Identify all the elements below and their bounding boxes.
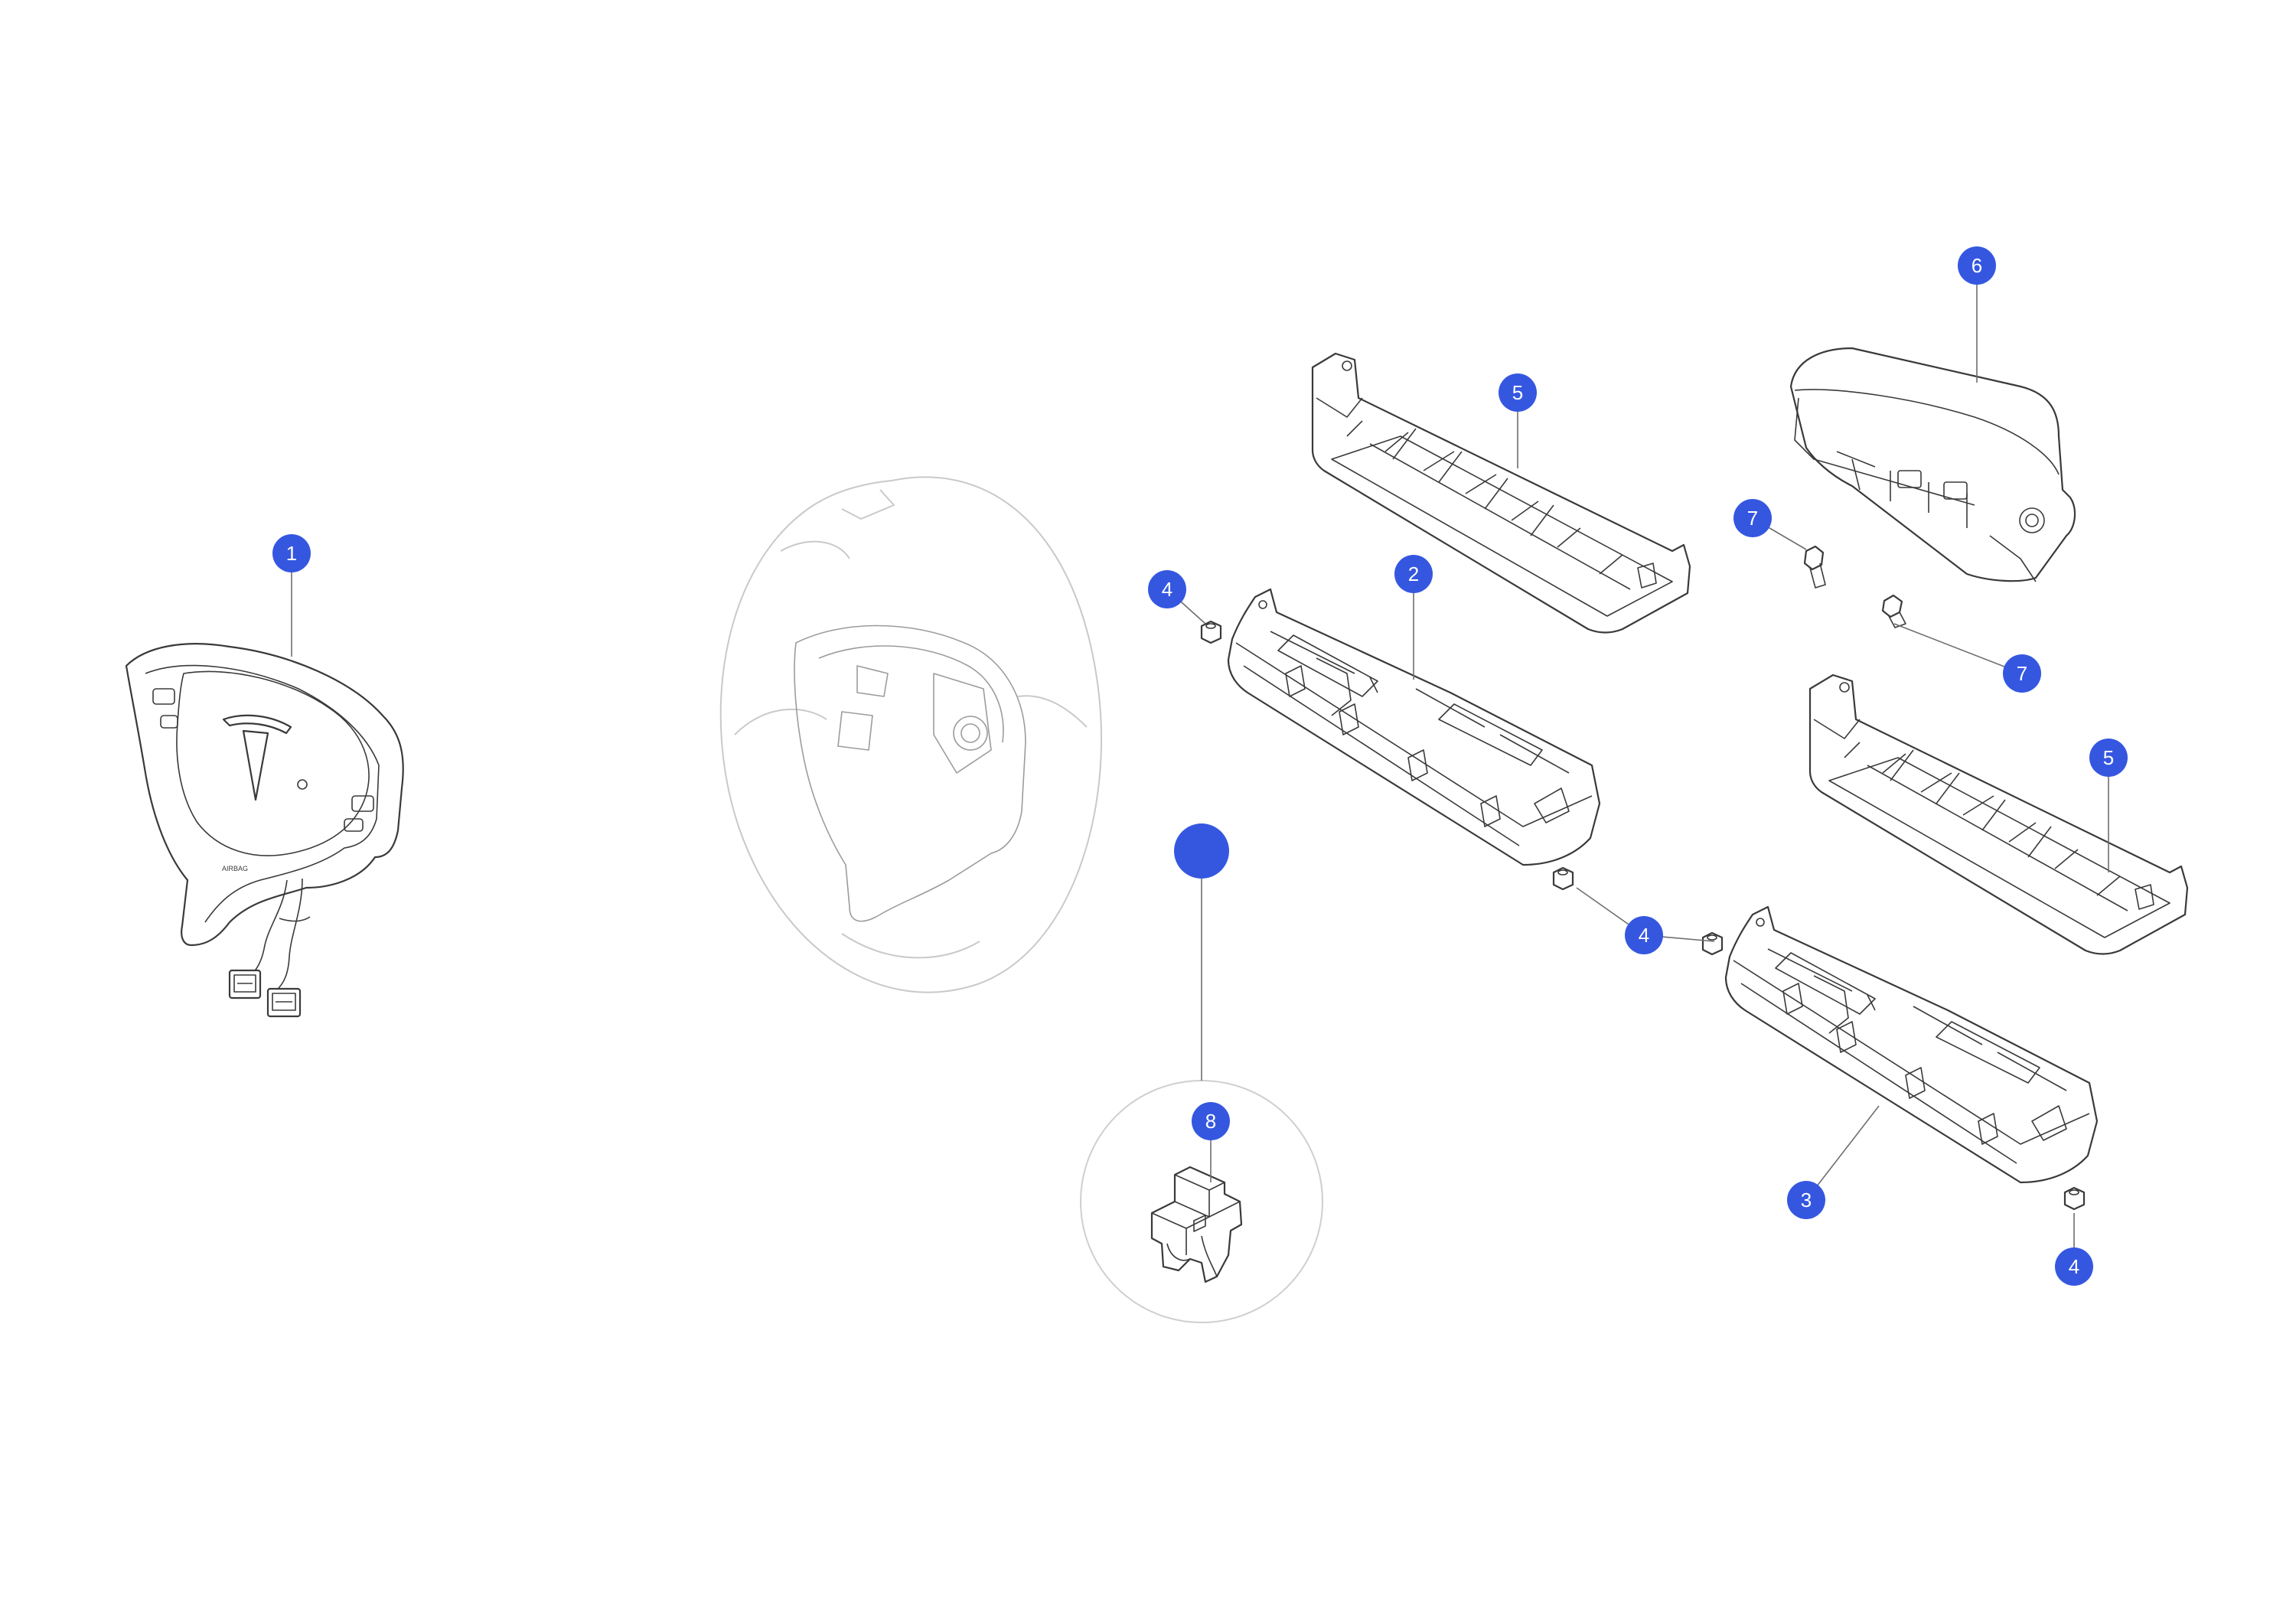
- nut: [1552, 866, 1574, 891]
- callout-2: 2: [1394, 555, 1433, 593]
- callout-7-upper: 7: [1733, 499, 1772, 537]
- knee-airbag-bracket-lower: [1808, 673, 2189, 955]
- mounting-bolt: [1803, 545, 1826, 589]
- svg-text:8: 8: [1205, 1110, 1216, 1133]
- retaining-clip: [1150, 1166, 1243, 1283]
- callout-5-lower: 5: [2089, 739, 2128, 777]
- svg-text:7: 7: [2017, 662, 2027, 685]
- callout-4-lower: 4: [2055, 1247, 2093, 1286]
- knee-airbag-bracket-upper: [1311, 352, 1691, 634]
- callout-3: 3: [1787, 1181, 1825, 1219]
- svg-text:4: 4: [1162, 578, 1172, 601]
- clip-detail-view: [1080, 1080, 1323, 1323]
- svg-text:2: 2: [1408, 563, 1419, 585]
- airbag-marking: AIRBAG: [222, 865, 248, 872]
- svg-text:1: 1: [286, 542, 297, 565]
- callout-6: 6: [1958, 246, 1996, 285]
- passenger-airbag-module: [1789, 347, 2076, 582]
- nut: [2063, 1186, 2086, 1211]
- callout-8: 8: [1192, 1102, 1230, 1140]
- steering-wheel-reference: [719, 476, 1103, 993]
- driver-airbag-module: AIRBAG: [125, 643, 404, 1018]
- callout-5-upper: 5: [1499, 373, 1537, 412]
- callout-detail-marker: [1174, 823, 1229, 879]
- tesla-logo-icon: [222, 714, 292, 801]
- svg-text:4: 4: [2069, 1255, 2079, 1278]
- mounting-bolt: [1881, 594, 1906, 628]
- harness-connector: [266, 987, 302, 1018]
- callout-1: 1: [272, 534, 311, 572]
- callout-4-upper: 4: [1148, 570, 1186, 608]
- nut: [1200, 620, 1222, 644]
- svg-text:5: 5: [1512, 381, 1523, 404]
- callout-4-middle: 4: [1625, 916, 1663, 954]
- svg-text:5: 5: [2103, 746, 2114, 769]
- harness-connector: [228, 969, 262, 1000]
- knee-airbag-right: [1724, 905, 2099, 1184]
- svg-text:6: 6: [1971, 254, 1982, 277]
- svg-text:3: 3: [1801, 1189, 1812, 1211]
- svg-text:4: 4: [1639, 924, 1649, 947]
- svg-text:7: 7: [1747, 507, 1758, 530]
- callout-markers: 1 2 3 4 4 4 5 5: [272, 246, 2128, 1286]
- callout-7-lower: 7: [2003, 654, 2041, 693]
- knee-airbag-left: [1227, 588, 1601, 866]
- nut: [1701, 931, 1724, 956]
